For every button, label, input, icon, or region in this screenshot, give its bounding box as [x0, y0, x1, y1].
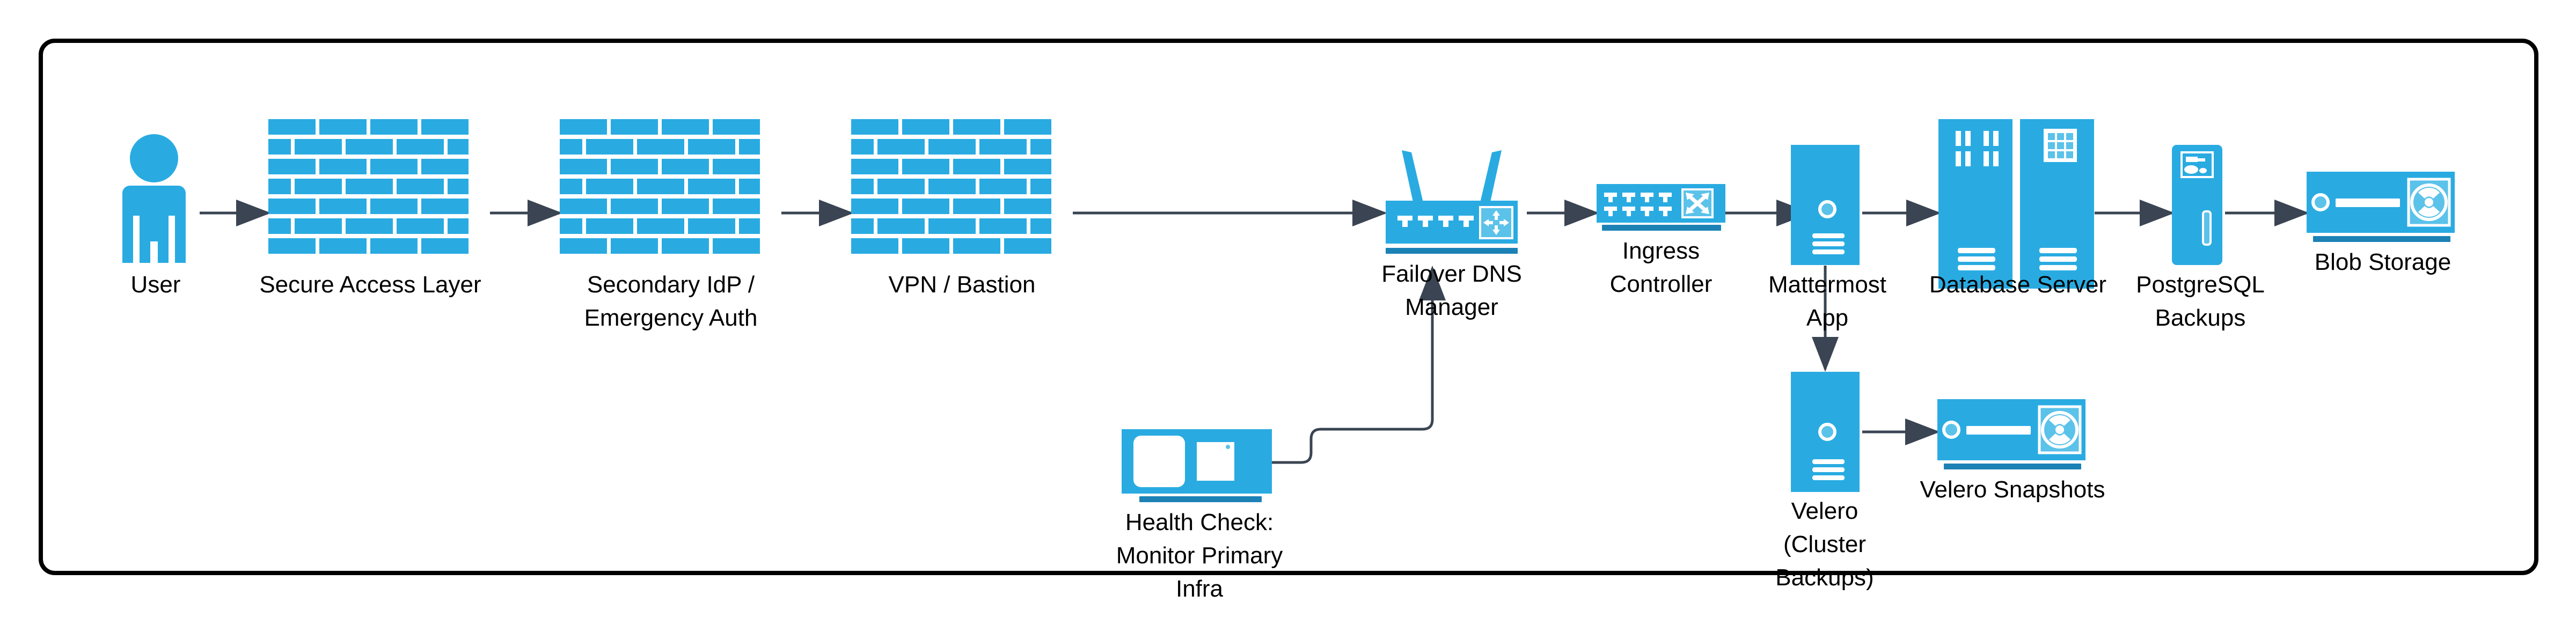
node-failover-dns-manager-label: Failover DNS Manager — [1381, 261, 1522, 320]
node-secure-access-layer-label: Secure Access Layer — [259, 271, 481, 298]
node-blob-storage[interactable] — [2307, 172, 2457, 235]
user-arm-gap-right — [169, 216, 175, 263]
node-failover-dns-manager[interactable] — [1374, 145, 1529, 247]
network-switch-icon — [1597, 184, 1725, 223]
node-velero-snapshots[interactable] — [1937, 399, 2088, 462]
architecture-boundary-rect — [39, 39, 2538, 575]
node-health-check-underbar — [1139, 496, 1262, 502]
user-person-icon — [130, 134, 178, 182]
monitoring-screens-icon — [1122, 429, 1272, 494]
node-velero-snapshots-label: Velero Snapshots — [1920, 476, 2105, 503]
node-health-check[interactable] — [1122, 429, 1273, 495]
node-user[interactable] — [107, 134, 204, 263]
node-secondary-idp-label: Secondary IdP / Emergency Auth — [584, 271, 758, 331]
app-server-tower-icon — [1791, 372, 1860, 492]
node-ingress-controller[interactable] — [1597, 184, 1725, 224]
node-postgresql-backups[interactable] — [2172, 145, 2226, 266]
node-mattermost-app[interactable] — [1791, 145, 1861, 266]
firewall-brick-icon — [268, 119, 316, 135]
node-blob-storage-underbar — [2313, 236, 2450, 242]
backup-tower-icon — [2172, 145, 2222, 265]
node-ingress-controller-label: Ingress Controller — [1609, 238, 1713, 297]
node-postgresql-backups-label: PostgreSQL Backups — [2136, 271, 2265, 331]
edge-health-check-to-failover-dns — [1272, 266, 1446, 464]
wireless-router-icon — [1386, 150, 1518, 244]
node-ingress-controller-underbar — [1602, 225, 1721, 231]
node-secure-access-layer[interactable] — [268, 119, 490, 259]
firewall-brick-icon — [851, 119, 898, 135]
user-leg-gap — [150, 241, 158, 263]
node-user-label: User — [130, 271, 181, 298]
node-health-check-label: Health Check: Monitor Primary Infra — [1116, 509, 1283, 602]
database-server-rack-icon — [1938, 119, 2094, 289]
disk-storage-icon — [1937, 399, 2085, 460]
user-arm-gap-left — [133, 216, 140, 263]
node-secondary-idp[interactable] — [560, 119, 781, 259]
node-failover-dns-underbar — [1386, 248, 1518, 254]
node-mattermost-app-label: Mattermost App — [1768, 271, 1887, 331]
node-velero-label: Velero (Cluster Backups) — [1775, 498, 1874, 591]
node-velero-snapshots-underbar — [1944, 464, 2081, 469]
disk-storage-icon — [2307, 172, 2455, 233]
node-blob-storage-label: Blob Storage — [2314, 249, 2451, 275]
firewall-brick-icon — [560, 119, 607, 135]
app-server-tower-icon — [1791, 145, 1860, 265]
node-vpn-bastion-label: VPN / Bastion — [888, 271, 1036, 298]
node-database-server-label: Database Server — [1929, 271, 2107, 298]
node-database-server[interactable] — [1938, 119, 2095, 290]
node-velero[interactable] — [1791, 372, 1861, 493]
node-vpn-bastion[interactable] — [851, 119, 1073, 259]
